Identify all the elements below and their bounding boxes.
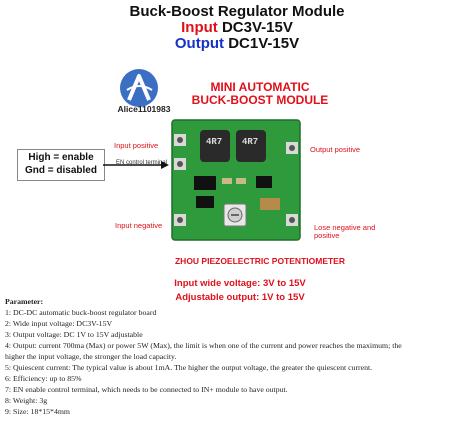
brand-logo-icon: [120, 69, 158, 107]
logo-name: Alice1101983: [117, 104, 171, 114]
parameter-line: 6: Efficiency: up to 85%: [5, 374, 82, 383]
parameter-line: 1: DC-DC automatic buck-boost regulator …: [5, 308, 157, 317]
input-range-heading: Input DC3V-15V: [0, 19, 474, 36]
input-value: DC3V-15V: [221, 19, 293, 36]
en-terminal-label: EN control terminal: [116, 160, 168, 166]
output-positive-label: Output positive: [310, 145, 361, 154]
parameter-line: higher the input voltage, the stronger t…: [5, 352, 177, 361]
input-positive-label: Input positive: [114, 141, 159, 150]
parameter-line: 5: Quiescent current: The typical value …: [5, 363, 373, 372]
output-label: Output: [174, 35, 225, 52]
parameter-line: 3: Output voltage: DC 1V to 15V adjustab…: [5, 330, 143, 339]
inductor-1-marking: 4R7: [206, 137, 223, 147]
enable-note-line1: High = enable: [28, 152, 94, 163]
potentiometer-label: ZHOU PIEZOELECTRIC POTENTIOMETER: [174, 256, 345, 266]
parameter-line: 4: Output: current 700ma (Max) or power …: [5, 341, 402, 350]
input-label: Input: [181, 19, 218, 36]
product-title-line1: MINI AUTOMATIC: [210, 80, 310, 94]
lose-label-line2: positive: [314, 231, 340, 240]
output-value: DC1V-15V: [228, 35, 300, 52]
circuit-board-image: [171, 119, 301, 241]
input-voltage-text: Input wide voltage: 3V to 15V: [174, 278, 306, 289]
enable-note-line2: Gnd = disabled: [25, 165, 97, 176]
inductor-2-marking: 4R7: [242, 137, 259, 147]
arrow-right-icon: [103, 161, 169, 169]
product-title-line2: BUCK-BOOST MODULE: [191, 93, 329, 107]
lose-label-line1: Lose negative and: [314, 223, 376, 232]
enable-note-box: High = enable Gnd = disabled: [17, 149, 105, 181]
parameter-heading: Parameter:: [5, 297, 44, 306]
parameter-line: 9: Size: 18*15*4mm: [5, 407, 70, 416]
page-title: Buck-Boost Regulator Module: [129, 3, 345, 20]
parameter-line: 2: Wide input voltage: DC3V-15V: [5, 319, 113, 328]
parameter-list: Parameter: 1: DC-DC automatic buck-boost…: [5, 296, 471, 417]
parameter-line: 7: EN enable control terminal, which nee…: [5, 385, 288, 394]
parameter-line: 8: Weight: 3g: [5, 396, 48, 405]
output-voltage-text: Adjustable output: 1V to 15V: [175, 292, 305, 303]
output-range-heading: Output DC1V-15V: [0, 35, 474, 52]
input-negative-label: Input negative: [115, 221, 163, 230]
